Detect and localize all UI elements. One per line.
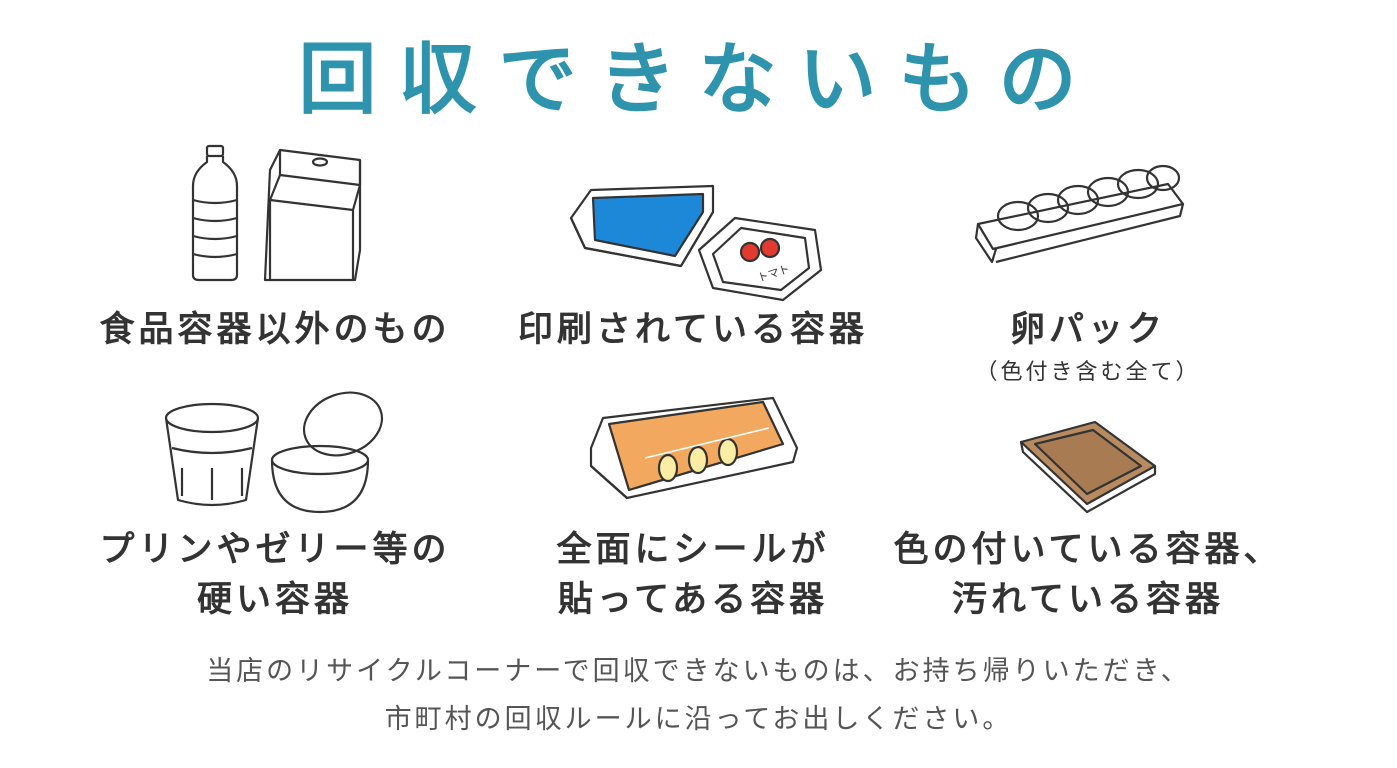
page-title: 回収できないもの	[298, 35, 1099, 125]
item-hard-containers: プリンやゼリー等の 硬い容器	[55, 388, 495, 628]
egg-carton-icon	[974, 164, 1185, 264]
item-egg-cartons: 卵パック （色付き含む全て）	[868, 140, 1308, 390]
item-label: 食品容器以外のもの	[99, 310, 451, 350]
item-label-line2: 汚れている容器	[952, 580, 1224, 620]
item-label-line2: 硬い容器	[196, 580, 353, 620]
item-label: プリンやゼリー等の	[99, 530, 451, 570]
item-label: 卵パック	[1009, 310, 1166, 350]
bottle-and-blister-pack-icon	[191, 144, 362, 282]
item-label: 全面にシールが	[556, 530, 830, 570]
printed-tray-icon: トマト	[569, 184, 823, 302]
item-note: （色付き含む全て）	[975, 360, 1201, 385]
item-non-food-containers: 食品容器以外のもの	[55, 140, 495, 360]
item-label-line2: 貼ってある容器	[557, 580, 829, 620]
pudding-cup-icon	[164, 391, 384, 514]
footer-note-line1: 当店のリサイクルコーナーで回収できないものは、お持ち帰りいただき、	[206, 656, 1191, 687]
item-label: 印刷されている容器	[518, 310, 868, 350]
item-colored-dirty-containers: 色の付いている容器、 汚れている容器	[868, 388, 1308, 628]
item-printed-containers: トマト 印刷されている容器	[473, 140, 913, 360]
brown-tray-icon	[1019, 420, 1157, 514]
stickered-pack-icon	[589, 396, 799, 500]
footer-note-line2: 市町村の回収ルールに沿ってお出しください。	[384, 704, 1013, 735]
item-label: 色の付いている容器、	[893, 530, 1283, 570]
item-stickered-containers: 全面にシールが 貼ってある容器	[473, 388, 913, 628]
